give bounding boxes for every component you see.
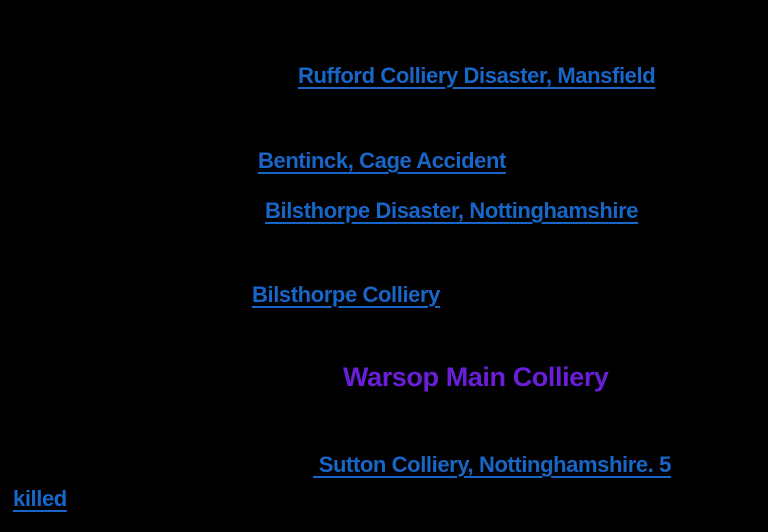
- sutton-colliery-link-line2[interactable]: killed: [13, 486, 67, 511]
- bilsthorpe-disaster-link[interactable]: Bilsthorpe Disaster, Nottinghamshire: [265, 198, 639, 223]
- bentinck-cage-accident-link[interactable]: Bentinck, Cage Accident: [258, 148, 506, 173]
- sutton-colliery-link-line1[interactable]: Sutton Colliery, Nottinghamshire. 5: [313, 452, 672, 477]
- rufford-colliery-disaster-link[interactable]: Rufford Colliery Disaster, Mansfield: [298, 63, 656, 88]
- bilsthorpe-colliery-link[interactable]: Bilsthorpe Colliery: [252, 282, 440, 307]
- warsop-main-colliery-text: Warsop Main Colliery: [343, 362, 609, 392]
